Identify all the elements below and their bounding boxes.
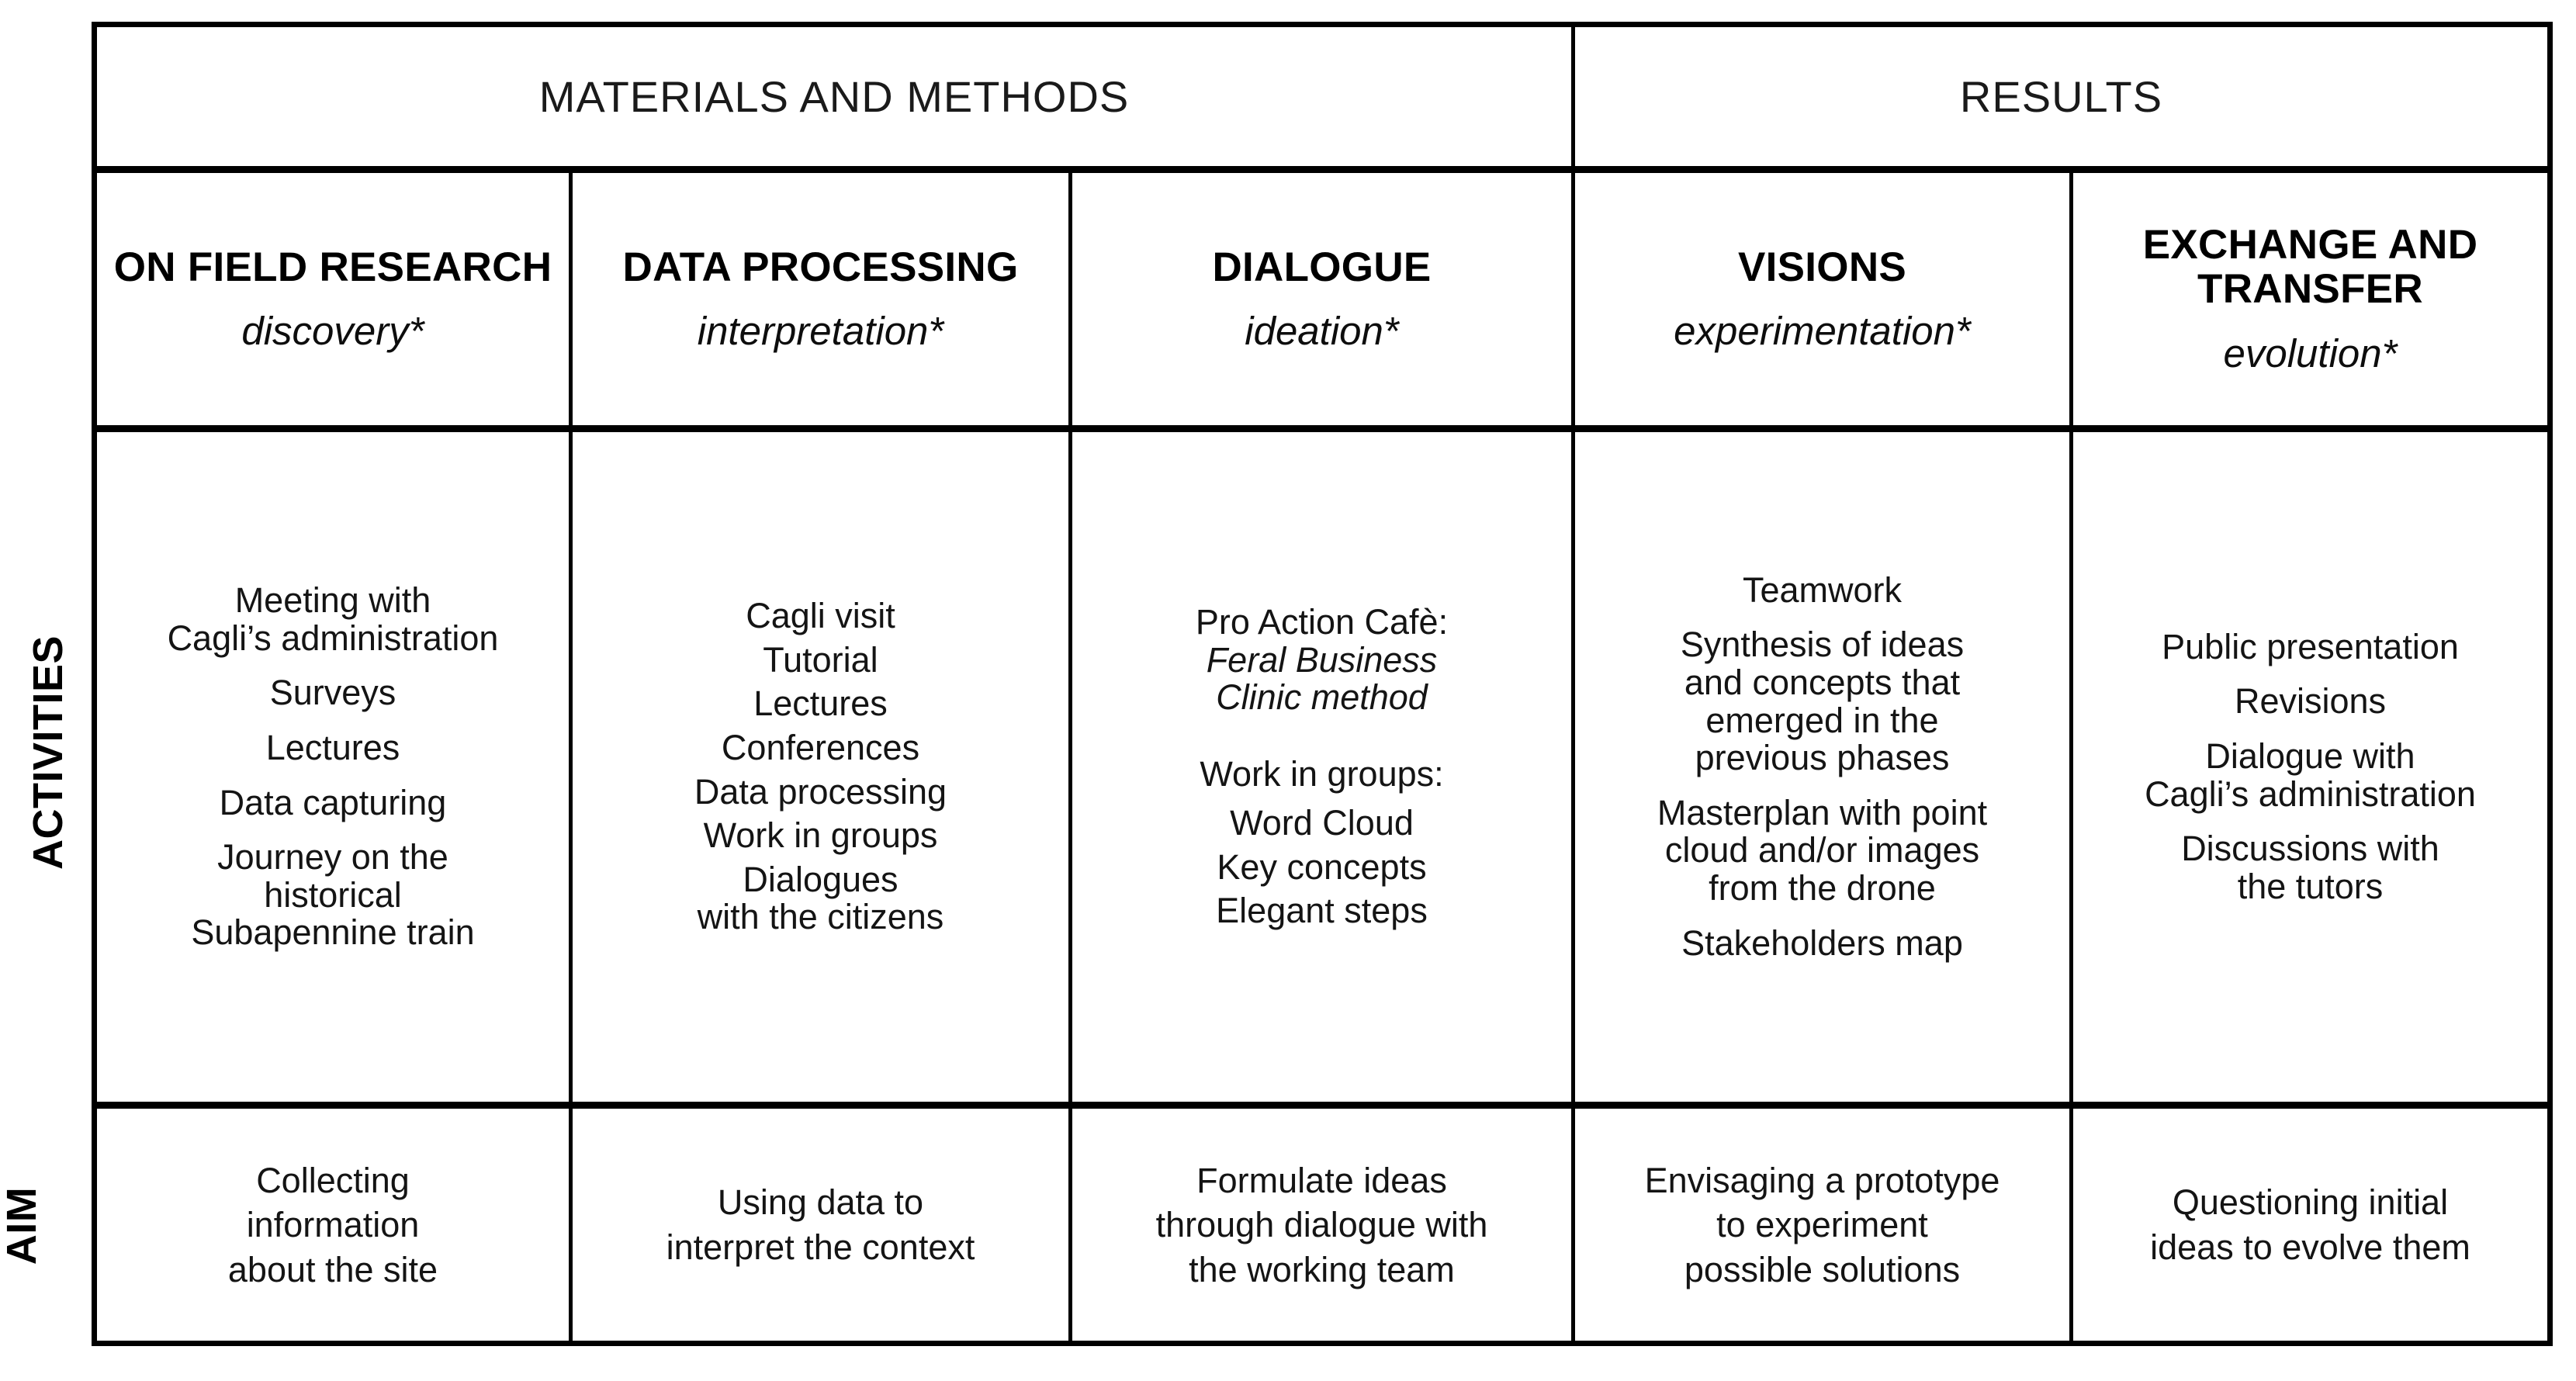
activity-item: Elegant steps: [1216, 891, 1428, 931]
activities-cell-data-processing: Cagli visit Tutorial Lectures Conference…: [573, 432, 1072, 1102]
column-header-exchange-and-transfer: EXCHANGE AND TRANSFER evolution*: [2073, 173, 2547, 425]
column-title: VISIONS: [1737, 244, 1907, 290]
activity-item: Word Cloud: [1230, 803, 1414, 843]
activity-item: Key concepts: [1217, 846, 1427, 887]
activity-item: Revisions: [2234, 681, 2387, 722]
row-label-aim: AIM: [0, 1186, 45, 1265]
activity-item-label: Pro Action Cafè:: [1195, 601, 1449, 642]
activity-item: Stakeholders map: [1681, 922, 1963, 963]
activity-item: Data capturing: [219, 782, 447, 822]
column-title: DATA PROCESSING: [622, 244, 1019, 290]
row-label-activities: ACTIVITIES: [25, 635, 71, 870]
table-frame: MATERIALS AND METHODS RESULTS ON FIELD R…: [92, 22, 2553, 1346]
column-subtitle: evolution*: [2223, 331, 2398, 376]
activity-item: Cagli visit: [746, 596, 895, 636]
column-header-row: ON FIELD RESEARCH discovery* DATA PROCES…: [97, 173, 2547, 432]
column-header-on-field-research: ON FIELD RESEARCH discovery*: [97, 173, 573, 425]
group-header-results: RESULTS: [1959, 72, 2163, 121]
activity-item: Conferences: [721, 727, 920, 767]
column-title: DIALOGUE: [1212, 244, 1432, 290]
activity-item: Surveys: [269, 673, 396, 713]
activity-item: Lectures: [753, 684, 888, 724]
group-header-materials-and-methods: MATERIALS AND METHODS: [97, 27, 1575, 166]
column-title: ON FIELD RESEARCH: [113, 244, 552, 290]
activity-item: Data processing: [694, 771, 947, 812]
column-header-dialogue: DIALOGUE ideation*: [1072, 173, 1575, 425]
group-header-row: MATERIALS AND METHODS RESULTS: [97, 27, 2547, 173]
activity-item: Teamwork: [1742, 569, 1903, 610]
activity-item: Work in groups: [703, 815, 938, 856]
column-subtitle: discovery*: [241, 309, 424, 354]
column-header-data-processing: DATA PROCESSING interpretation*: [573, 173, 1072, 425]
column-subtitle: interpretation*: [697, 309, 944, 354]
activity-item: Work in groups:: [1200, 753, 1444, 794]
activity-item: Public presentation: [2162, 626, 2459, 666]
column-header-visions: VISIONS experimentation*: [1575, 173, 2073, 425]
activity-item: Tutorial: [763, 639, 878, 680]
column-subtitle: ideation*: [1245, 309, 1399, 354]
activity-item: Lectures: [265, 727, 400, 767]
activities-cell-exchange-and-transfer: Public presentation Revisions Dialogue w…: [2073, 432, 2547, 1102]
column-title: EXCHANGE AND TRANSFER: [2142, 222, 2478, 313]
column-subtitle: experimentation*: [1674, 309, 1971, 354]
